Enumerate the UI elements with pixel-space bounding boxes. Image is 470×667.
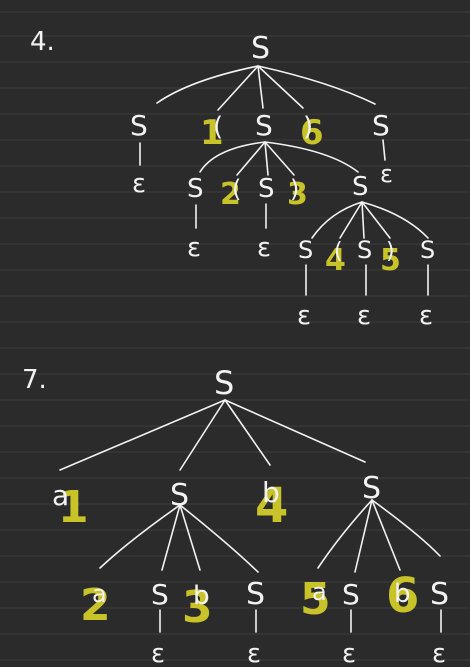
tree-node: S <box>187 174 204 204</box>
tree-node: S <box>170 478 189 513</box>
ruled-lines <box>0 11 470 661</box>
tree-node: ( <box>213 112 223 142</box>
problem-7-edges <box>59 399 442 633</box>
tree-node: a <box>312 578 327 606</box>
tree-node: S <box>251 31 270 66</box>
problem-7-order-marks: 1 4 2 3 5 6 <box>58 478 419 633</box>
tree-node: ) <box>386 239 395 264</box>
tree-node: S <box>246 577 265 612</box>
tree-leaf: ε <box>247 639 261 667</box>
order-mark: 3 <box>182 582 213 633</box>
tree-node: ) <box>303 112 313 142</box>
order-mark: 4 <box>325 243 346 278</box>
order-mark: 5 <box>380 243 401 278</box>
order-mark: 1 <box>58 482 89 533</box>
tree-leaf: ε <box>297 301 311 331</box>
problem-7-tree: 7. 1 4 2 3 <box>22 364 449 667</box>
order-mark: 6 <box>386 568 419 624</box>
tree-node: b <box>262 476 280 509</box>
tree-node: a <box>52 479 69 512</box>
tree-node: S <box>151 578 169 611</box>
problem-4-tree: 4. <box>30 27 435 331</box>
tree-node: b <box>394 579 411 609</box>
tree-node: S <box>342 578 360 611</box>
tree-leaf: ε <box>357 301 371 331</box>
tree-node: S <box>362 471 381 506</box>
tree-leaf: ε <box>132 169 146 199</box>
tree-node: S <box>255 109 273 142</box>
order-mark: 5 <box>300 574 331 625</box>
tree-node: a <box>92 580 107 608</box>
order-mark: 1 <box>200 113 224 153</box>
order-mark: 6 <box>300 113 324 153</box>
tree-leaf: ε <box>187 233 201 263</box>
problem-4-edges <box>139 65 429 296</box>
tree-leaf: ε <box>380 160 393 188</box>
tree-leaf: ε <box>342 639 356 667</box>
tree-node: S <box>420 236 435 264</box>
tree-leaf: ε <box>419 301 433 331</box>
tree-node: S <box>372 109 390 142</box>
tree-node: S <box>430 577 449 612</box>
tree-leaf: ε <box>432 639 446 667</box>
tree-node: S <box>352 172 369 202</box>
tree-node: ( <box>334 239 343 264</box>
tree-node: S <box>214 364 234 402</box>
tree-leaf: ε <box>151 639 165 667</box>
tree-node: S <box>357 236 372 264</box>
order-mark: 3 <box>287 177 308 212</box>
order-mark: 4 <box>255 478 288 534</box>
tree-leaf: ε <box>257 233 271 263</box>
problem-7-number: 7. <box>22 365 47 395</box>
tree-node: S <box>130 109 148 142</box>
problem-4-order-marks: 1 6 2 3 4 5 <box>200 113 401 278</box>
tree-node: S <box>258 174 275 204</box>
problem-4-number: 4. <box>30 27 55 57</box>
tree-node: b <box>193 581 210 611</box>
order-mark: 2 <box>80 580 111 631</box>
order-mark: 2 <box>220 177 241 212</box>
tree-node: S <box>298 236 313 264</box>
tree-node: ( <box>232 175 241 203</box>
tree-node: ) <box>290 175 299 203</box>
